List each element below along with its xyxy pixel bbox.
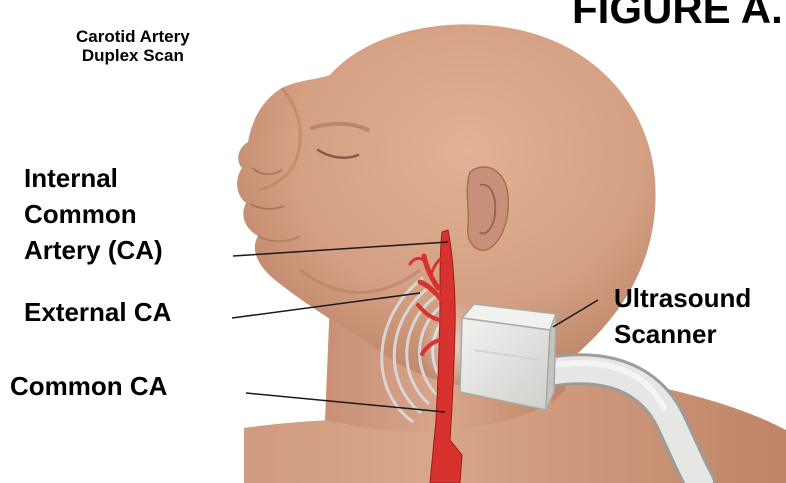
- figure-subtitle: Carotid Artery Duplex Scan: [76, 28, 190, 65]
- label-internal-ca-line-1: Internal: [24, 160, 163, 196]
- subtitle-line-2: Duplex Scan: [76, 47, 190, 66]
- label-ultrasound-scanner: Ultrasound Scanner: [614, 280, 751, 352]
- label-scanner-line-2: Scanner: [614, 316, 751, 352]
- label-internal-ca: Internal Common Artery (CA): [24, 160, 163, 268]
- label-external-ca: External CA: [24, 298, 171, 328]
- subtitle-line-1: Carotid Artery: [76, 28, 190, 47]
- label-scanner-line-1: Ultrasound: [614, 280, 751, 316]
- label-common-ca: Common CA: [10, 372, 167, 402]
- label-internal-ca-line-3: Artery (CA): [24, 232, 163, 268]
- label-internal-ca-line-2: Common: [24, 196, 163, 232]
- ultrasound-probe: [460, 304, 556, 410]
- figure-heading: FIGURE A.: [572, 0, 783, 30]
- label-backdrop: [0, 410, 244, 483]
